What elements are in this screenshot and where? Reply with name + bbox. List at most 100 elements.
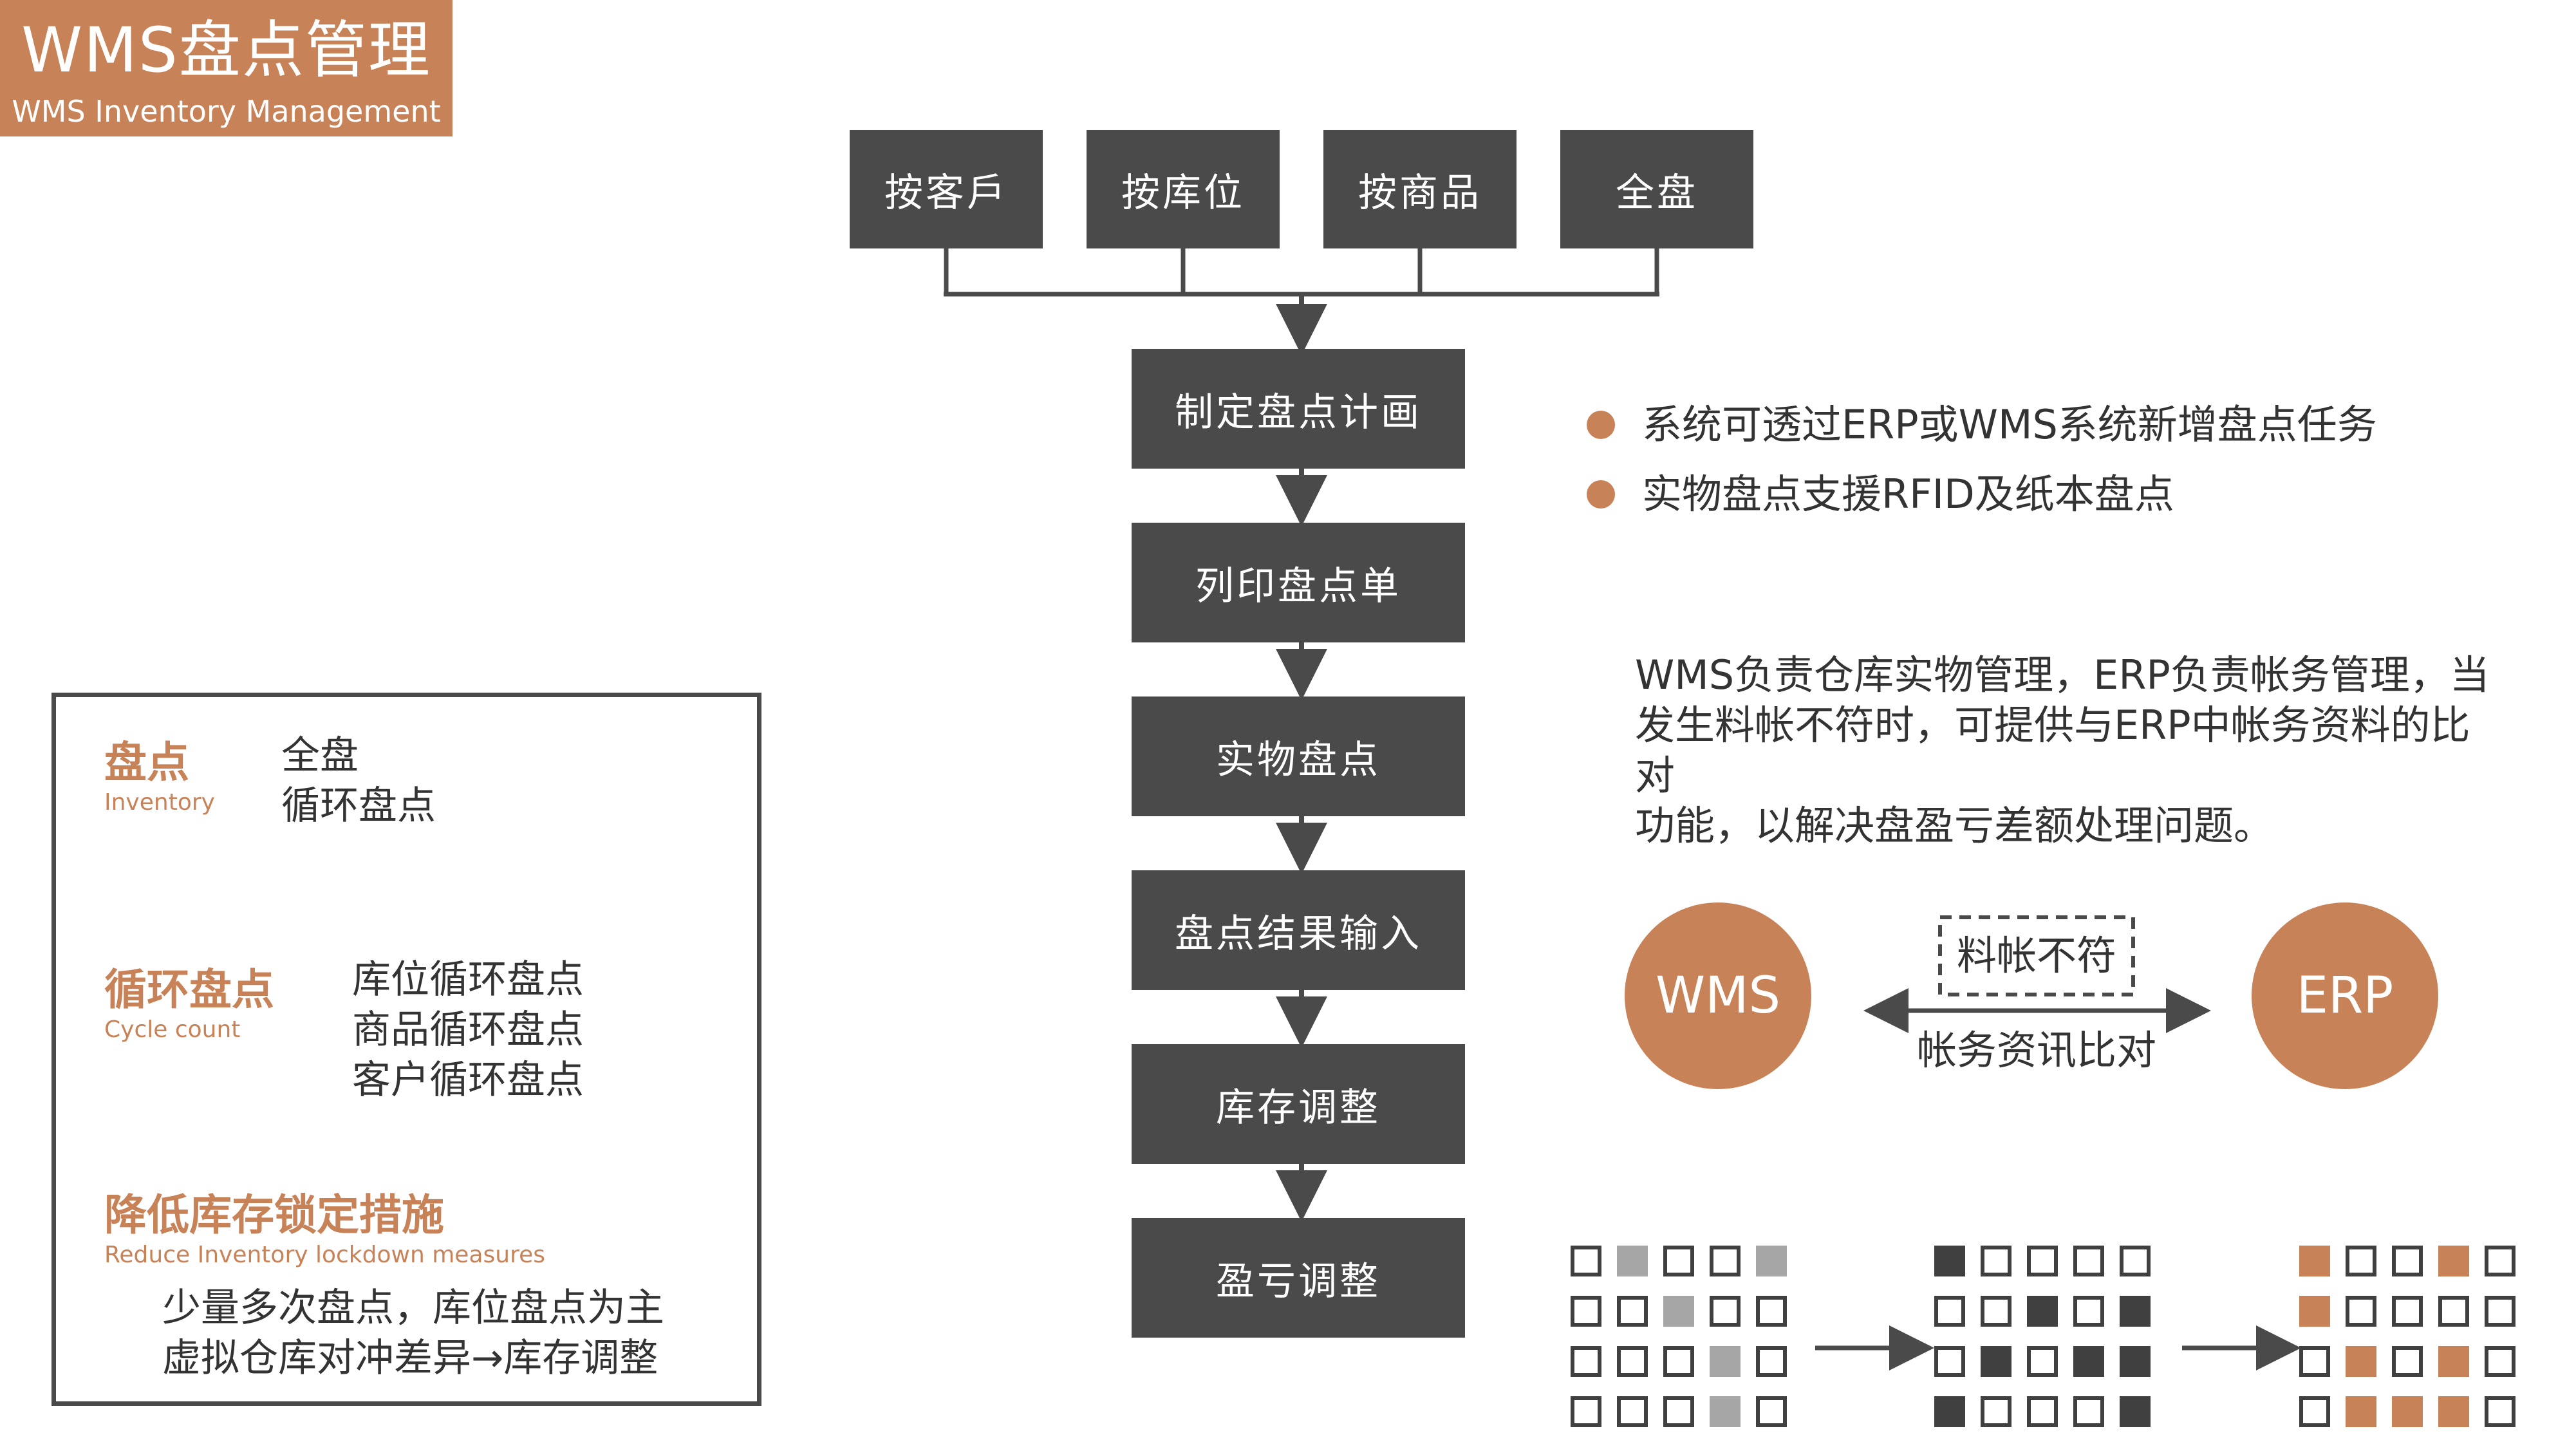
category-title: 盘点 [104,738,189,787]
grid-cell-empty [1663,1346,1694,1377]
mismatch-label: 料帐不符 [1956,932,2116,979]
category-item: 商品循环盘点 [352,1007,584,1052]
grid-cell-empty [1571,1296,1601,1327]
category-subtitle: Inventory [104,789,215,816]
grid-cell-empty [2392,1346,2423,1377]
category-item: 虚拟仓库对冲差异→库存调整 [162,1336,658,1381]
grid-cell-empty [1756,1346,1787,1377]
grid-cell-empty [1756,1296,1787,1327]
grid-cell-orange [2438,1346,2469,1377]
bullet-dot-icon [1587,411,1615,439]
grid-cell-empty [2073,1296,2104,1327]
wms-circle: WMS [1625,902,1811,1089]
grid-cell-empty [1981,1246,2011,1276]
inventory-types-panel: 盘点 Inventory 全盘 循环盘点 循环盘点 Cycle count 库位… [51,693,761,1406]
grid-cell-empty [2392,1246,2423,1276]
grid-cell-empty [1756,1396,1787,1427]
step-make-plan: 制定盘点计画 [1132,349,1465,469]
grid-cell-empty [1663,1246,1694,1276]
grid-cell-dark [2120,1396,2151,1427]
grid-cell-empty [2027,1396,2058,1427]
paragraph-line: 发生料帐不符时，可提供与ERP中帐务资料的比对 [1635,702,2470,799]
grid-cell-empty [1663,1396,1694,1427]
grid-cell-empty [1571,1396,1601,1427]
grid-cell-orange [2346,1396,2376,1427]
grid-cell-empty [1981,1296,2011,1327]
category-item: 循环盘点 [281,783,436,828]
grid-cell-dark [2120,1346,2151,1377]
grid-cell-empty [2346,1246,2376,1276]
grid-cell-empty [2438,1296,2469,1327]
grid-cell-gray [1617,1246,1648,1276]
category-items: 少量多次盘点，库位盘点为主 虚拟仓库对冲差异→库存调整 [162,1283,664,1383]
grid-cell-dark [1934,1396,1965,1427]
grid-cell-empty [1934,1296,1965,1327]
category-reduce-lockdown: 降低库存锁定措施 Reduce Inventory lockdown measu… [104,1190,545,1269]
category-item: 少量多次盘点，库位盘点为主 [162,1285,664,1331]
grid-cell-empty [1934,1346,1965,1377]
grid-cell-empty [2485,1296,2515,1327]
grid-cell-empty [1617,1296,1648,1327]
category-title: 降低库存锁定措施 [104,1190,444,1240]
category-subtitle: Cycle count [104,1016,241,1043]
grid-cell-dark [2073,1346,2104,1377]
grid-cell-dark [1981,1346,2011,1377]
category-cycle-count: 循环盘点 Cycle count [104,964,274,1044]
grid-cell-empty [1617,1346,1648,1377]
category-title: 循环盘点 [104,965,274,1014]
bullet-item: 实物盘点支援RFID及纸本盘点 [1587,469,2377,520]
grid-cell-gray [1756,1246,1787,1276]
category-items: 全盘 循环盘点 [281,731,436,831]
grid-cell-orange [2438,1396,2469,1427]
grid-cell-empty [2485,1246,2515,1276]
paragraph-line: WMS负责仓库实物管理，ERP负责帐务管理，当 [1635,651,2490,698]
grid-cell-empty [2027,1246,2058,1276]
grid-cell-empty [1710,1296,1741,1327]
page-title: WMS盘点管理 [21,14,431,86]
grid-cell-dark [2120,1296,2151,1327]
grid-cell-empty [1571,1346,1601,1377]
category-subtitle: Reduce Inventory lockdown measures [104,1242,546,1268]
description-paragraph: WMS负责仓库实物管理，ERP负责帐务管理，当 发生料帐不符时，可提供与ERP中… [1635,650,2491,851]
grid-cell-empty [2027,1346,2058,1377]
category-item: 库位循环盘点 [352,957,584,1002]
erp-circle: ERP [2252,902,2438,1089]
step-print-sheet: 列印盘点单 [1132,523,1465,642]
compare-label: 帐务资讯比对 [1916,1027,2156,1074]
grid-cell-empty [2392,1296,2423,1327]
option-full-count: 全盘 [1560,130,1753,248]
grid-cell-orange [2392,1396,2423,1427]
grid-cell-orange [2299,1296,2330,1327]
category-inventory: 盘点 Inventory [104,737,215,817]
grid-cell-empty [2485,1396,2515,1427]
feature-bullets: 系统可透过ERP或WMS系统新增盘点任务 实物盘点支援RFID及纸本盘点 [1587,399,2377,520]
bullet-text: 系统可透过ERP或WMS系统新增盘点任务 [1642,401,2377,448]
grid-cell-dark [1934,1246,1965,1276]
step-input-results: 盘点结果输入 [1132,870,1465,990]
grid-cell-empty [1571,1246,1601,1276]
grid-cell-orange [2438,1246,2469,1276]
grid-cell-empty [2120,1246,2151,1276]
grid-cell-empty [2485,1346,2515,1377]
grid-cell-empty [2299,1396,2330,1427]
category-item: 客户循环盘点 [352,1058,584,1103]
bullet-dot-icon [1587,480,1615,509]
grid-cell-orange [2299,1246,2330,1276]
grid-cell-orange [2346,1346,2376,1377]
option-by-customer: 按客戶 [850,130,1043,248]
grid-cell-empty [2073,1246,2104,1276]
bullet-item: 系统可透过ERP或WMS系统新增盘点任务 [1587,399,2377,451]
bullet-text: 实物盘点支援RFID及纸本盘点 [1642,471,2174,518]
title-banner: WMS盘点管理 WMS Inventory Management [0,0,453,136]
grid-cell-gray [1663,1296,1694,1327]
step-profit-loss-adjust: 盈亏调整 [1132,1218,1465,1338]
option-by-product: 按商品 [1323,130,1517,248]
category-item: 全盘 [281,733,359,778]
grid-cell-empty [1710,1246,1741,1276]
grid-cell-empty [1981,1396,2011,1427]
page-subtitle: WMS Inventory Management [12,94,441,129]
grid-cell-gray [1710,1346,1741,1377]
grid-cell-dark [2027,1296,2058,1327]
step-stock-adjust: 库存调整 [1132,1044,1465,1164]
